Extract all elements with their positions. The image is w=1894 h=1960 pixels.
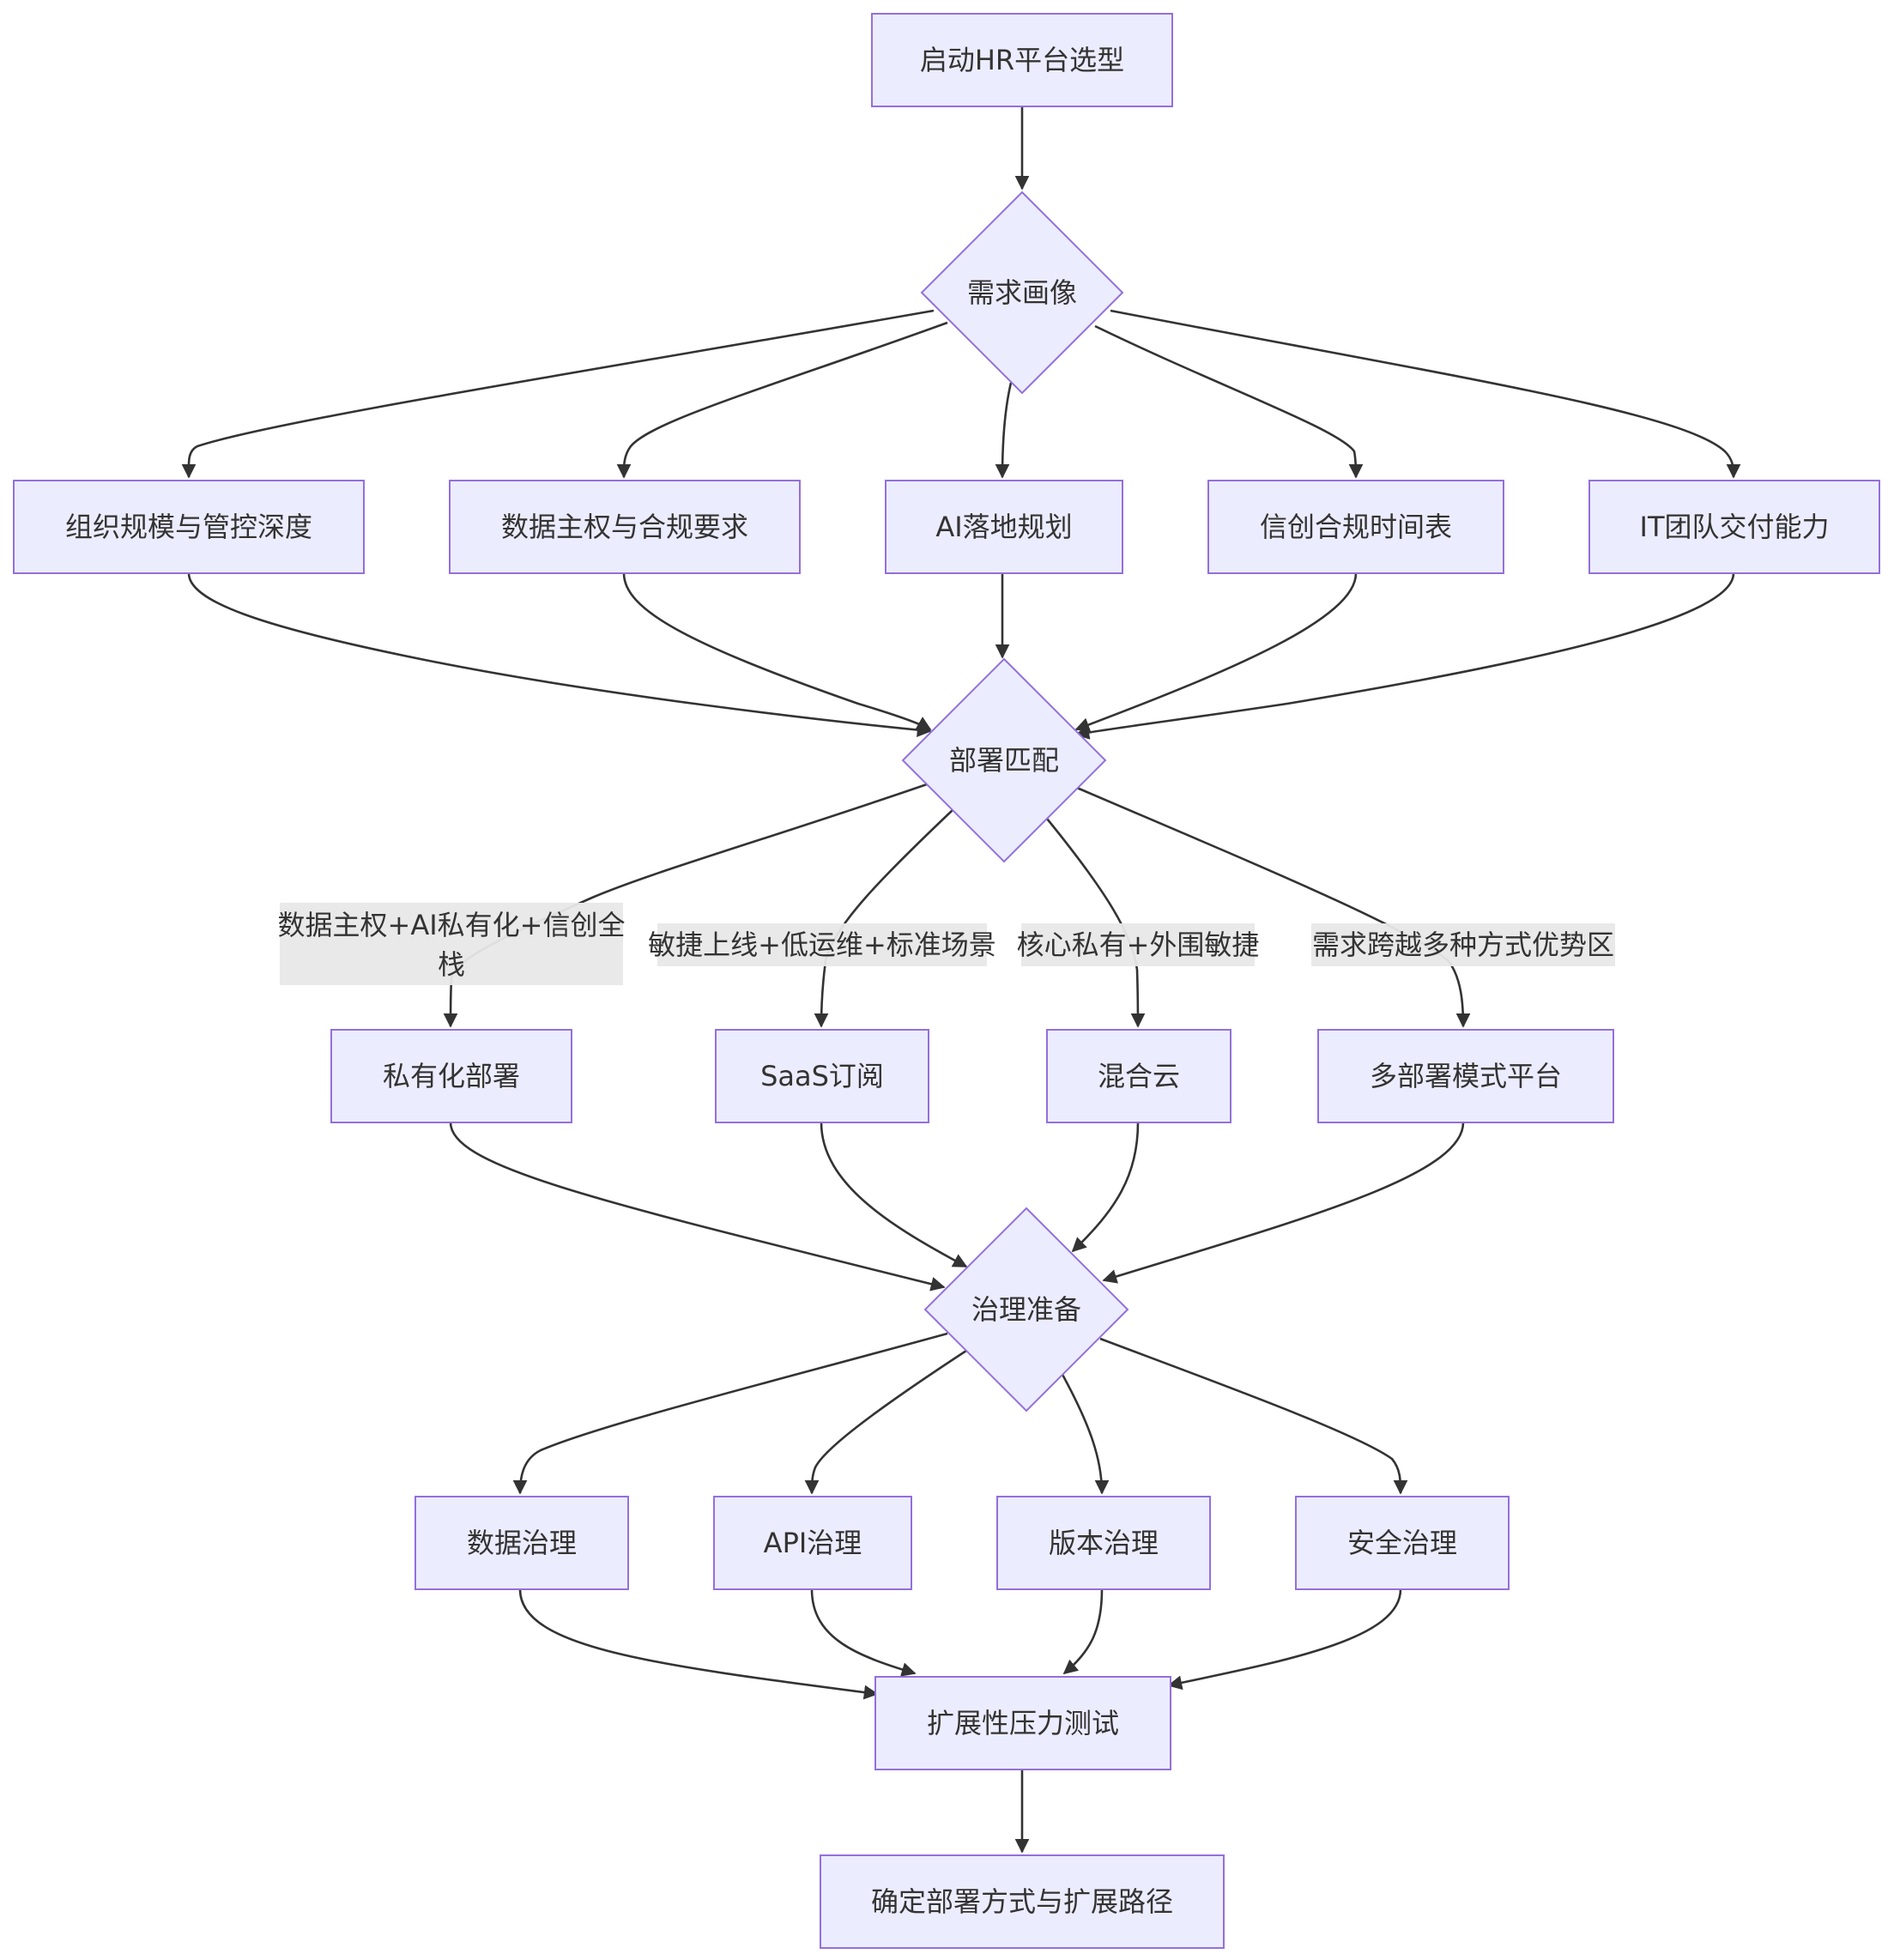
node-final-label: 确定部署方式与扩展路径 bbox=[871, 1885, 1173, 1918]
edge-deploy-hybrid bbox=[1045, 818, 1146, 1028]
node-api-gov-label: API治理 bbox=[764, 1527, 862, 1559]
node-stress-test-label: 扩展性压力测试 bbox=[927, 1707, 1119, 1739]
node-ai-plan-label: AI落地规划 bbox=[935, 511, 1072, 543]
node-it-capability: IT团队交付能力 bbox=[1588, 480, 1880, 574]
edge-label-private-bg bbox=[280, 903, 623, 985]
node-api-gov: API治理 bbox=[713, 1496, 912, 1590]
edge-datagov-stress bbox=[518, 1588, 879, 1700]
nodes: 启动HR平台选型 需求画像 组织规模与管控深度 数据主权与合规要求 AI落地规划… bbox=[13, 13, 1880, 1949]
node-demand-label: 需求画像 bbox=[967, 276, 1077, 309]
node-demand-decision: 需求画像 bbox=[920, 191, 1124, 395]
edge-label-saas: 敏捷上线+低运维+标准场景 bbox=[648, 929, 996, 961]
node-org: 组织规模与管控深度 bbox=[13, 480, 365, 574]
edge-secgov-stress bbox=[1167, 1588, 1402, 1691]
node-deploy-decision: 部署匹配 bbox=[901, 657, 1107, 863]
node-data-sovereignty-label: 数据主权与合规要求 bbox=[501, 511, 748, 543]
edge-apigov-stress bbox=[810, 1588, 917, 1677]
node-it-capability-label: IT团队交付能力 bbox=[1640, 511, 1830, 543]
node-saas: SaaS订阅 bbox=[715, 1029, 929, 1123]
edge-label-saas-bg bbox=[657, 923, 987, 966]
node-org-label: 组织规模与管控深度 bbox=[65, 511, 312, 543]
edge-demand-datasov bbox=[616, 321, 948, 479]
edge-gov-vergov bbox=[1059, 1370, 1110, 1495]
edge-it-deploy bbox=[1074, 572, 1735, 740]
edge-vergov-stress bbox=[1062, 1588, 1104, 1675]
node-version-gov-label: 版本治理 bbox=[1049, 1527, 1159, 1559]
edge-private-gov bbox=[449, 1122, 946, 1292]
node-multi-label: 多部署模式平台 bbox=[1370, 1060, 1562, 1092]
node-final: 确定部署方式与扩展路径 bbox=[820, 1854, 1225, 1949]
node-private-label: 私有化部署 bbox=[383, 1060, 520, 1092]
node-data-gov-label: 数据治理 bbox=[467, 1527, 577, 1559]
edge-multi-gov bbox=[1102, 1122, 1465, 1284]
node-governance-label: 治理准备 bbox=[971, 1293, 1081, 1326]
edge-gov-datagov bbox=[512, 1332, 948, 1495]
node-private: 私有化部署 bbox=[330, 1029, 572, 1123]
node-governance-decision: 治理准备 bbox=[923, 1207, 1129, 1413]
node-hybrid: 混合云 bbox=[1046, 1029, 1231, 1123]
node-start: 启动HR平台选型 bbox=[871, 13, 1173, 107]
edge-deploy-multi bbox=[1076, 786, 1471, 1028]
node-data-gov: 数据治理 bbox=[415, 1496, 629, 1590]
edge-deploy-saas bbox=[814, 809, 953, 1028]
node-version-gov: 版本治理 bbox=[996, 1496, 1211, 1590]
node-ai-plan: AI落地规划 bbox=[885, 480, 1123, 574]
node-security-gov-label: 安全治理 bbox=[1347, 1527, 1457, 1559]
edge-label-multi-bg bbox=[1311, 923, 1615, 966]
node-stress-test: 扩展性压力测试 bbox=[874, 1676, 1171, 1770]
edge-label-hybrid: 核心私有+外围敏捷 bbox=[1017, 929, 1260, 961]
edge-org-deploy bbox=[187, 572, 932, 737]
edge-datasov-deploy bbox=[622, 572, 932, 731]
edge-hybrid-gov bbox=[1071, 1122, 1140, 1253]
edge-gov-secgov bbox=[1099, 1337, 1408, 1495]
node-xinchuang-label: 信创合规时间表 bbox=[1260, 511, 1452, 543]
node-start-label: 启动HR平台选型 bbox=[920, 44, 1124, 76]
node-hybrid-label: 混合云 bbox=[1098, 1060, 1180, 1092]
node-data-sovereignty: 数据主权与合规要求 bbox=[449, 480, 801, 574]
edge-demand-org bbox=[181, 309, 935, 479]
edge-label-private-line1: 数据主权+AI私有化+信创全 bbox=[278, 909, 626, 941]
edge-gov-apigov bbox=[804, 1349, 967, 1495]
edge-demand-ai bbox=[995, 382, 1013, 479]
edge-label-multi: 需求跨越多种方式优势区 bbox=[1312, 929, 1614, 961]
node-security-gov: 安全治理 bbox=[1295, 1496, 1510, 1590]
edge-xc-deploy bbox=[1074, 572, 1358, 732]
node-deploy-label: 部署匹配 bbox=[949, 744, 1059, 777]
edge-demand-xc bbox=[1094, 324, 1364, 479]
edge-saas-gov bbox=[820, 1122, 968, 1268]
edge-labels: 数据主权+AI私有化+信创全 栈 敏捷上线+低运维+标准场景 核心私有+外围敏捷… bbox=[278, 903, 1615, 985]
node-saas-label: SaaS订阅 bbox=[760, 1060, 884, 1092]
edge-demand-it bbox=[1110, 309, 1741, 479]
node-xinchuang: 信创合规时间表 bbox=[1207, 480, 1504, 574]
edge-label-hybrid-bg bbox=[1021, 923, 1255, 966]
node-multi: 多部署模式平台 bbox=[1317, 1029, 1614, 1123]
edge-label-private-line2: 栈 bbox=[438, 948, 465, 981]
